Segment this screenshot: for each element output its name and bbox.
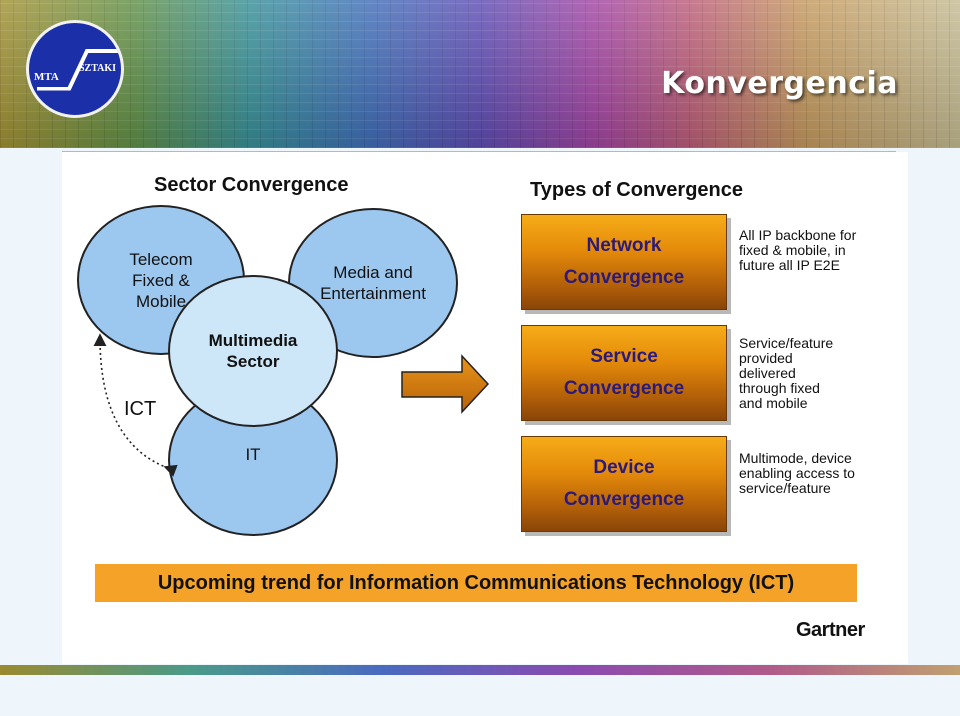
ict-trend-banner: Upcoming trend for Information Communica…	[95, 564, 857, 602]
slide-title: Konvergencia	[661, 66, 898, 101]
gartner-source-logo: Gartner	[796, 619, 865, 641]
multimedia-label: Multimedia Sector	[208, 331, 298, 371]
network-convergence-desc: All IP backbone for fixed & mobile, in f…	[739, 227, 857, 273]
network-convergence-label: Network Convergence	[563, 235, 685, 288]
logo-text-sztaki: SZTAKI	[79, 63, 117, 74]
content-top-rule	[62, 151, 896, 152]
banner-sheen	[0, 0, 960, 148]
it-label: IT	[245, 445, 261, 464]
header-banner: MTA SZTAKI Konvergencia	[0, 0, 960, 148]
ict-label: ICT	[124, 398, 157, 420]
service-convergence-box: Service Convergence	[521, 325, 727, 421]
media-circle: Media and Entertainment	[288, 208, 458, 358]
banner-texture	[0, 0, 960, 148]
footer-strip	[0, 665, 960, 675]
types-of-convergence-heading: Types of Convergence	[530, 179, 744, 201]
ict-trend-text: Upcoming trend for Information Communica…	[157, 571, 795, 594]
device-convergence-desc: Multimode, device enabling access to ser…	[739, 450, 855, 496]
logo-text-mta: MTA	[34, 71, 59, 83]
telecom-label: Telecom Fixed & Mobile	[129, 249, 193, 311]
logo-graphic	[37, 49, 119, 92]
media-label: Media and Entertainment	[320, 263, 426, 303]
multimedia-circle: Multimedia Sector	[168, 275, 338, 427]
device-convergence-box: Device Convergence	[521, 436, 727, 532]
right-arrow-icon	[401, 354, 490, 414]
device-convergence-label: Device Convergence	[563, 457, 685, 510]
service-convergence-desc: Service/feature provided delivered throu…	[739, 335, 834, 411]
service-convergence-label: Service Convergence	[563, 346, 685, 399]
mta-sztaki-logo: MTA SZTAKI	[26, 20, 124, 118]
ict-dotted-arrow	[93, 333, 178, 477]
network-convergence-box: Network Convergence	[521, 214, 727, 310]
sector-convergence-heading: Sector Convergence	[154, 174, 349, 196]
